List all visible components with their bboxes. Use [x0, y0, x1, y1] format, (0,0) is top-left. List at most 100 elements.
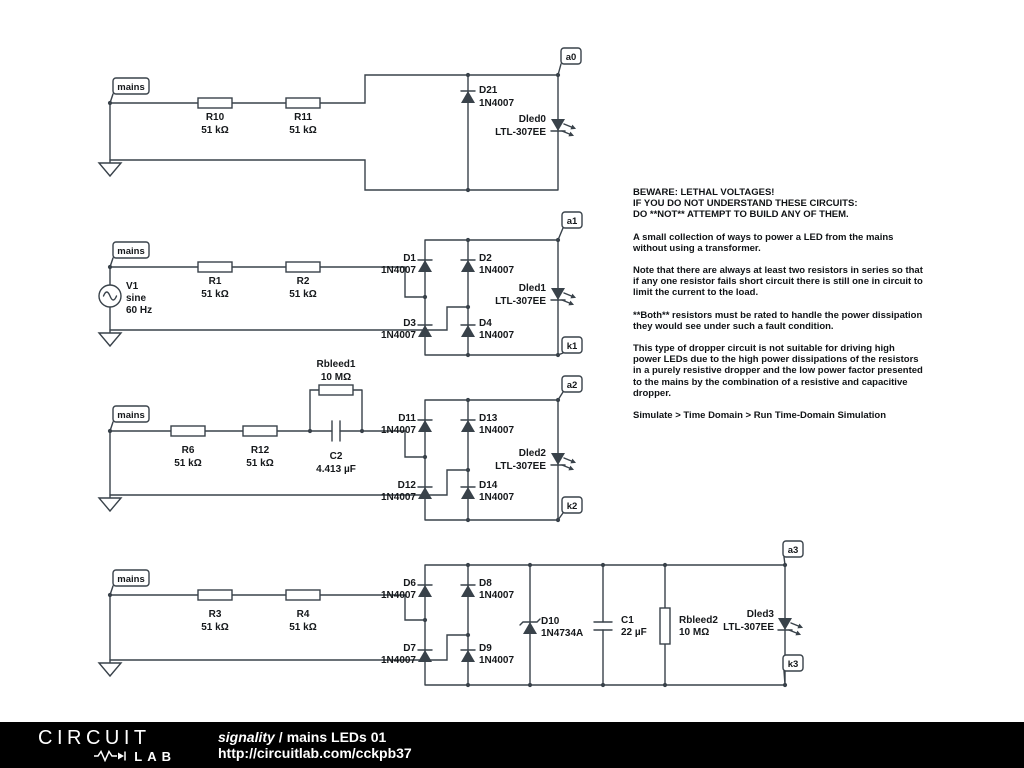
- c1-value: 22 µF: [621, 627, 647, 638]
- dled0-name: Dled0: [519, 114, 547, 125]
- r4-name: R4: [297, 609, 310, 620]
- d2-name: D2: [479, 253, 492, 264]
- diode-d6-symbol: [417, 584, 433, 598]
- diode-d4-symbol: [460, 324, 476, 338]
- logo-text-circuit: CIRCUIT: [38, 726, 151, 749]
- d12-name: D12: [398, 480, 417, 491]
- d7-name: D7: [403, 643, 416, 654]
- r2-name: R2: [297, 276, 310, 287]
- d9-value: 1N4007: [479, 655, 514, 666]
- notes-paragraph-1: A small collection of ways to power a LE…: [633, 231, 894, 254]
- r6-name: R6: [182, 445, 195, 456]
- diode-d14-symbol: [460, 486, 476, 500]
- circuit-2: mains a1 k1 V1 sine 60 Hz R1 51 kΩ R2 51…: [98, 211, 583, 358]
- terminal-a1-label: a1: [567, 216, 578, 227]
- dled2-name: Dled2: [519, 448, 547, 459]
- resistor-rbleed2-symbol: [659, 607, 671, 645]
- d1-name: D1: [403, 253, 416, 264]
- d13-value: 1N4007: [479, 425, 514, 436]
- junction-dots: [107, 72, 561, 193]
- diode-d12-symbol: [417, 486, 433, 500]
- junction-dots: [107, 562, 788, 688]
- diode-d1-symbol: [417, 259, 433, 273]
- notes-panel: BEWARE: LETHAL VOLTAGES! IF YOU DO NOT U…: [633, 187, 925, 421]
- circuitlab-logo: CIRCUIT LAB: [38, 727, 176, 764]
- d9-name: D9: [479, 643, 492, 654]
- resistor-r2-symbol: [285, 261, 321, 273]
- terminal-a2-label: a2: [567, 380, 578, 391]
- ground-symbol: [98, 159, 122, 177]
- mains-label-text: mains: [117, 82, 144, 93]
- d1-value: 1N4007: [381, 265, 416, 276]
- d13-name: D13: [479, 413, 498, 424]
- warning-line-3: DO **NOT** ATTEMPT TO BUILD ANY OF THEM.: [633, 209, 849, 221]
- d3-name: D3: [403, 318, 416, 329]
- dled3-name: Dled3: [747, 609, 775, 620]
- d10-value: 1N4734A: [541, 628, 583, 639]
- c2-value: 4.413 µF: [316, 464, 356, 475]
- resistor-r4-symbol: [285, 589, 321, 601]
- r1-value: 51 kΩ: [201, 289, 228, 300]
- resistor-r10-symbol: [197, 97, 233, 109]
- diode-d8-symbol: [460, 584, 476, 598]
- junction-dots: [107, 397, 561, 523]
- d14-name: D14: [479, 480, 498, 491]
- voltage-source-v1-symbol: [98, 284, 122, 308]
- d2-value: 1N4007: [479, 265, 514, 276]
- logo-text-lab: LAB: [134, 748, 176, 764]
- schematic-title: mains LEDs 01: [286, 729, 387, 745]
- led-dled1-symbol: [550, 287, 578, 308]
- v1-name: V1: [126, 281, 139, 292]
- circuit-3: mains a2 k2 Rbleed1 10 MΩ R6 51 kΩ R12 5…: [98, 359, 583, 523]
- dled2-value: LTL-307EE: [495, 461, 546, 472]
- c1-name: C1: [621, 615, 634, 626]
- r4-value: 51 kΩ: [289, 622, 316, 633]
- circuit-1: mains a0 R10 51 kΩ R11 51 kΩ D21 1N4007 …: [98, 47, 582, 193]
- d10-name: D10: [541, 616, 560, 627]
- mains-net-label: mains: [112, 569, 150, 587]
- v1-frequency: 60 Hz: [126, 305, 152, 316]
- v1-type: sine: [126, 293, 146, 304]
- footer-text-block: signality/mains LEDs 01 http://circuitla…: [218, 729, 412, 761]
- diode-d9-symbol: [460, 649, 476, 663]
- dled1-name: Dled1: [519, 283, 547, 294]
- r6-value: 51 kΩ: [174, 458, 201, 469]
- capacitor-c2-symbol: [331, 420, 341, 442]
- r2-value: 51 kΩ: [289, 289, 316, 300]
- d21-value: 1N4007: [479, 98, 514, 109]
- circuit-1-wires: [109, 63, 562, 191]
- author-name: signality: [218, 729, 275, 745]
- dled1-value: LTL-307EE: [495, 296, 546, 307]
- rbleed1-name: Rbleed1: [317, 359, 356, 370]
- notes-paragraph-4: This type of dropper circuit is not suit…: [633, 343, 923, 399]
- d4-value: 1N4007: [479, 330, 514, 341]
- junction-dots: [107, 237, 561, 358]
- diode-d2-symbol: [460, 259, 476, 273]
- schematic-byline: signality/mains LEDs 01: [218, 729, 412, 745]
- resistor-r12-symbol: [242, 425, 278, 437]
- terminal-k2: k2: [561, 496, 583, 514]
- led-dled3-symbol: [777, 617, 805, 638]
- diode-d3-symbol: [417, 324, 433, 338]
- ground-symbol: [98, 659, 122, 677]
- ground-symbol: [98, 329, 122, 347]
- r3-value: 51 kΩ: [201, 622, 228, 633]
- schematic-canvas: mains a0 R10 51 kΩ R11 51 kΩ D21 1N4007 …: [98, 47, 805, 688]
- title-separator: /: [278, 729, 283, 745]
- resistor-r3-symbol: [197, 589, 233, 601]
- led-dled0-symbol: [550, 118, 578, 139]
- r12-name: R12: [251, 445, 270, 456]
- terminal-a1: a1: [561, 211, 583, 229]
- warning-line-2: IF YOU DO NOT UNDERSTAND THESE CIRCUITS:: [633, 198, 858, 210]
- d11-value: 1N4007: [381, 425, 416, 436]
- dled0-value: LTL-307EE: [495, 127, 546, 138]
- terminal-k1: k1: [561, 336, 583, 354]
- schematic-url[interactable]: http://circuitlab.com/cckpb37: [218, 745, 412, 761]
- d6-name: D6: [403, 578, 416, 589]
- footer-bar: CIRCUIT LAB signality/mains LEDs 01 http…: [0, 722, 1024, 768]
- terminal-k2-label: k2: [567, 501, 578, 512]
- rbleed2-name: Rbleed2: [679, 615, 718, 626]
- d4-name: D4: [479, 318, 492, 329]
- d11-name: D11: [398, 413, 416, 424]
- d12-value: 1N4007: [381, 492, 416, 503]
